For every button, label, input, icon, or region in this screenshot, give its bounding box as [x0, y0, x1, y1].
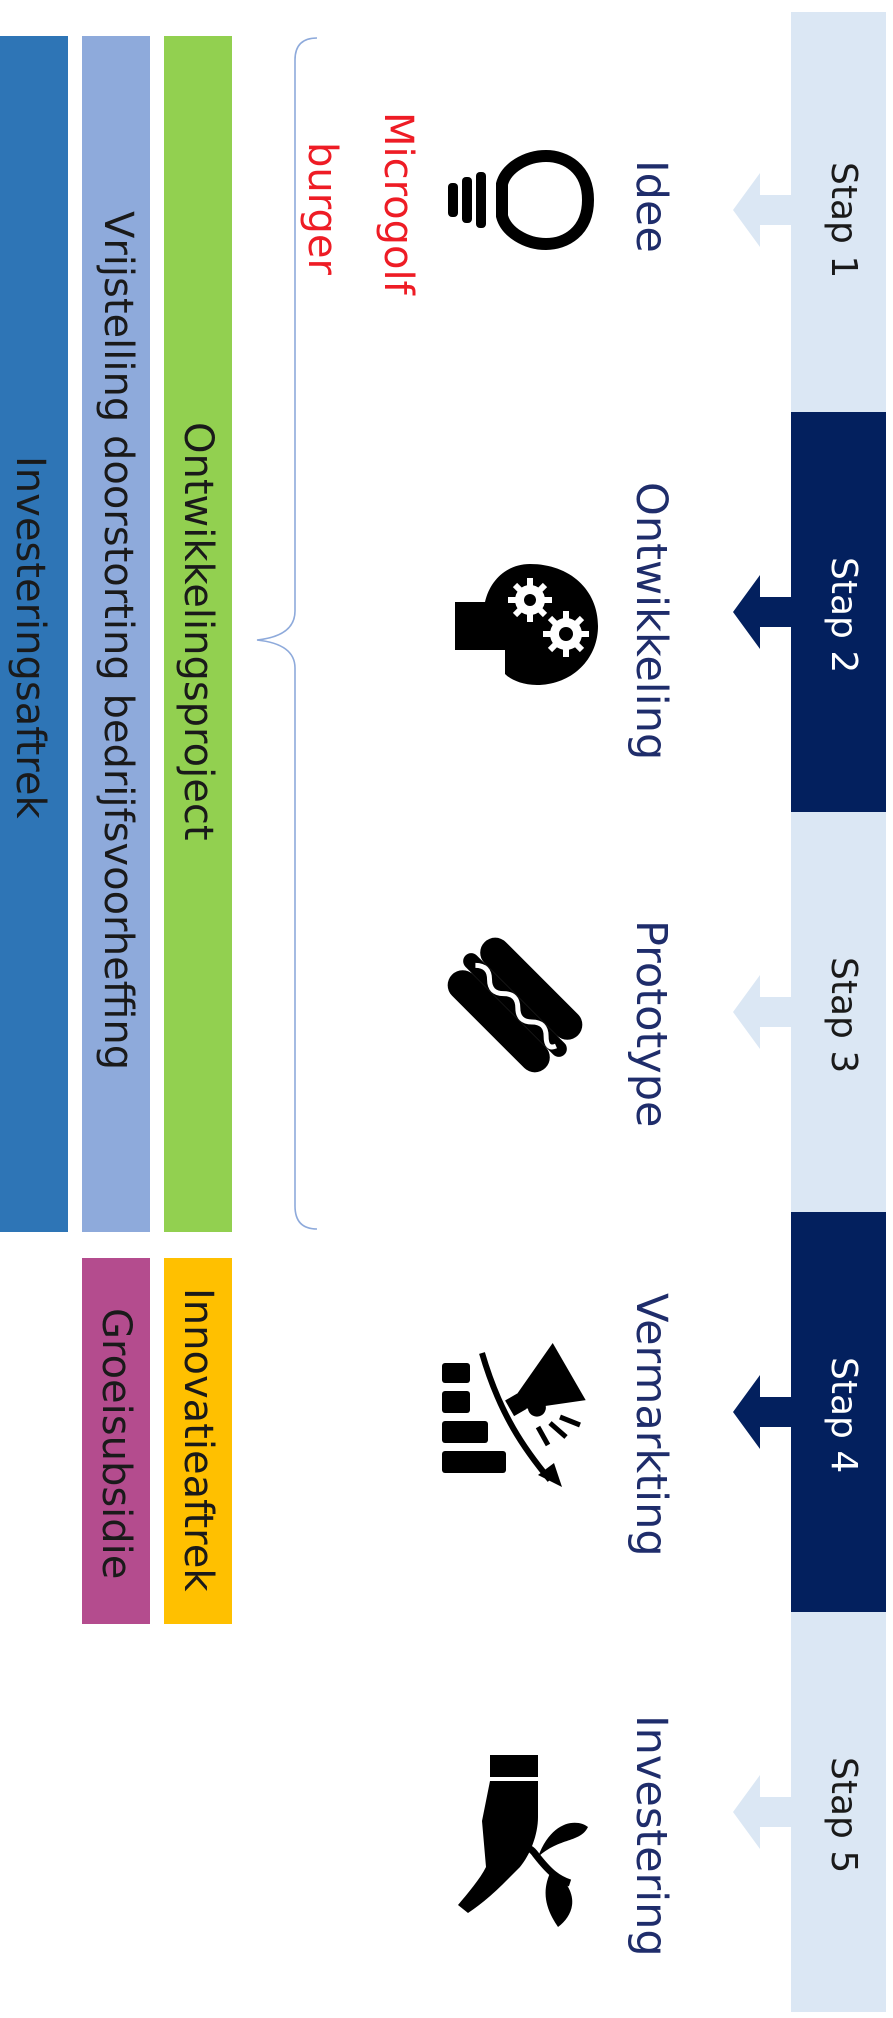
- step-label-investering: Investering: [626, 1715, 676, 1957]
- stap-4-block: Stap 4: [791, 1212, 886, 1612]
- stap-3-block: Stap 3: [791, 812, 886, 1212]
- step-label-ontwikkeling: Ontwikkeling: [626, 482, 676, 761]
- hand-plant-icon: [440, 1755, 590, 1930]
- bar-innovatieaftrek-label: Innovatieaftrek: [175, 1288, 221, 1592]
- bar-investeringsaftrek: Investeringsaftrek: [0, 36, 68, 1232]
- bar-investeringsaftrek-label: Investeringsaftrek: [7, 456, 53, 819]
- bar-ontwikkelingsproject: Ontwikkelingsproject: [164, 36, 232, 1232]
- product-label-line1: Microgolf: [375, 112, 421, 295]
- stap-2-label: Stap 2: [823, 557, 864, 674]
- step-label-prototype: Prototype: [626, 920, 676, 1128]
- hotdog-icon: [445, 935, 585, 1075]
- stap-1-arrow: [733, 173, 793, 247]
- stap-4-label: Stap 4: [823, 1357, 864, 1474]
- bar-innovatieaftrek: Innovatieaftrek: [164, 1258, 232, 1624]
- bar-ontwikkelingsproject-label: Ontwikkelingsproject: [175, 422, 221, 841]
- step-label-idee: Idee: [626, 160, 676, 253]
- stap-4-arrow: [733, 1375, 793, 1449]
- step-label-vermarkting: Vermarkting: [626, 1293, 676, 1557]
- stap-2-arrow: [733, 575, 793, 649]
- lightbulb-icon: [440, 149, 595, 251]
- bar-vrijstelling-label: Vrijstelling doorstorting bedrijfsvoorhe…: [95, 211, 141, 1071]
- stap-1-label: Stap 1: [823, 162, 864, 279]
- stap-1-block: Stap 1: [791, 12, 886, 412]
- bar-groeisubsidie-label: Groeisubsidie: [93, 1308, 139, 1580]
- stap-5-arrow: [733, 1775, 793, 1849]
- stap-3-arrow: [733, 975, 793, 1049]
- bar-groeisubsidie: Groeisubsidie: [82, 1258, 150, 1624]
- megaphone-chart-icon: [440, 1325, 590, 1490]
- brace-bracket: [255, 36, 320, 1231]
- stap-5-block: Stap 5: [791, 1612, 886, 2012]
- stap-3-label: Stap 3: [823, 957, 864, 1074]
- bar-vrijstelling: Vrijstelling doorstorting bedrijfsvoorhe…: [82, 36, 150, 1232]
- stap-5-label: Stap 5: [823, 1757, 864, 1874]
- stap-2-block: Stap 2: [791, 412, 886, 812]
- head-gears-icon: [455, 562, 600, 687]
